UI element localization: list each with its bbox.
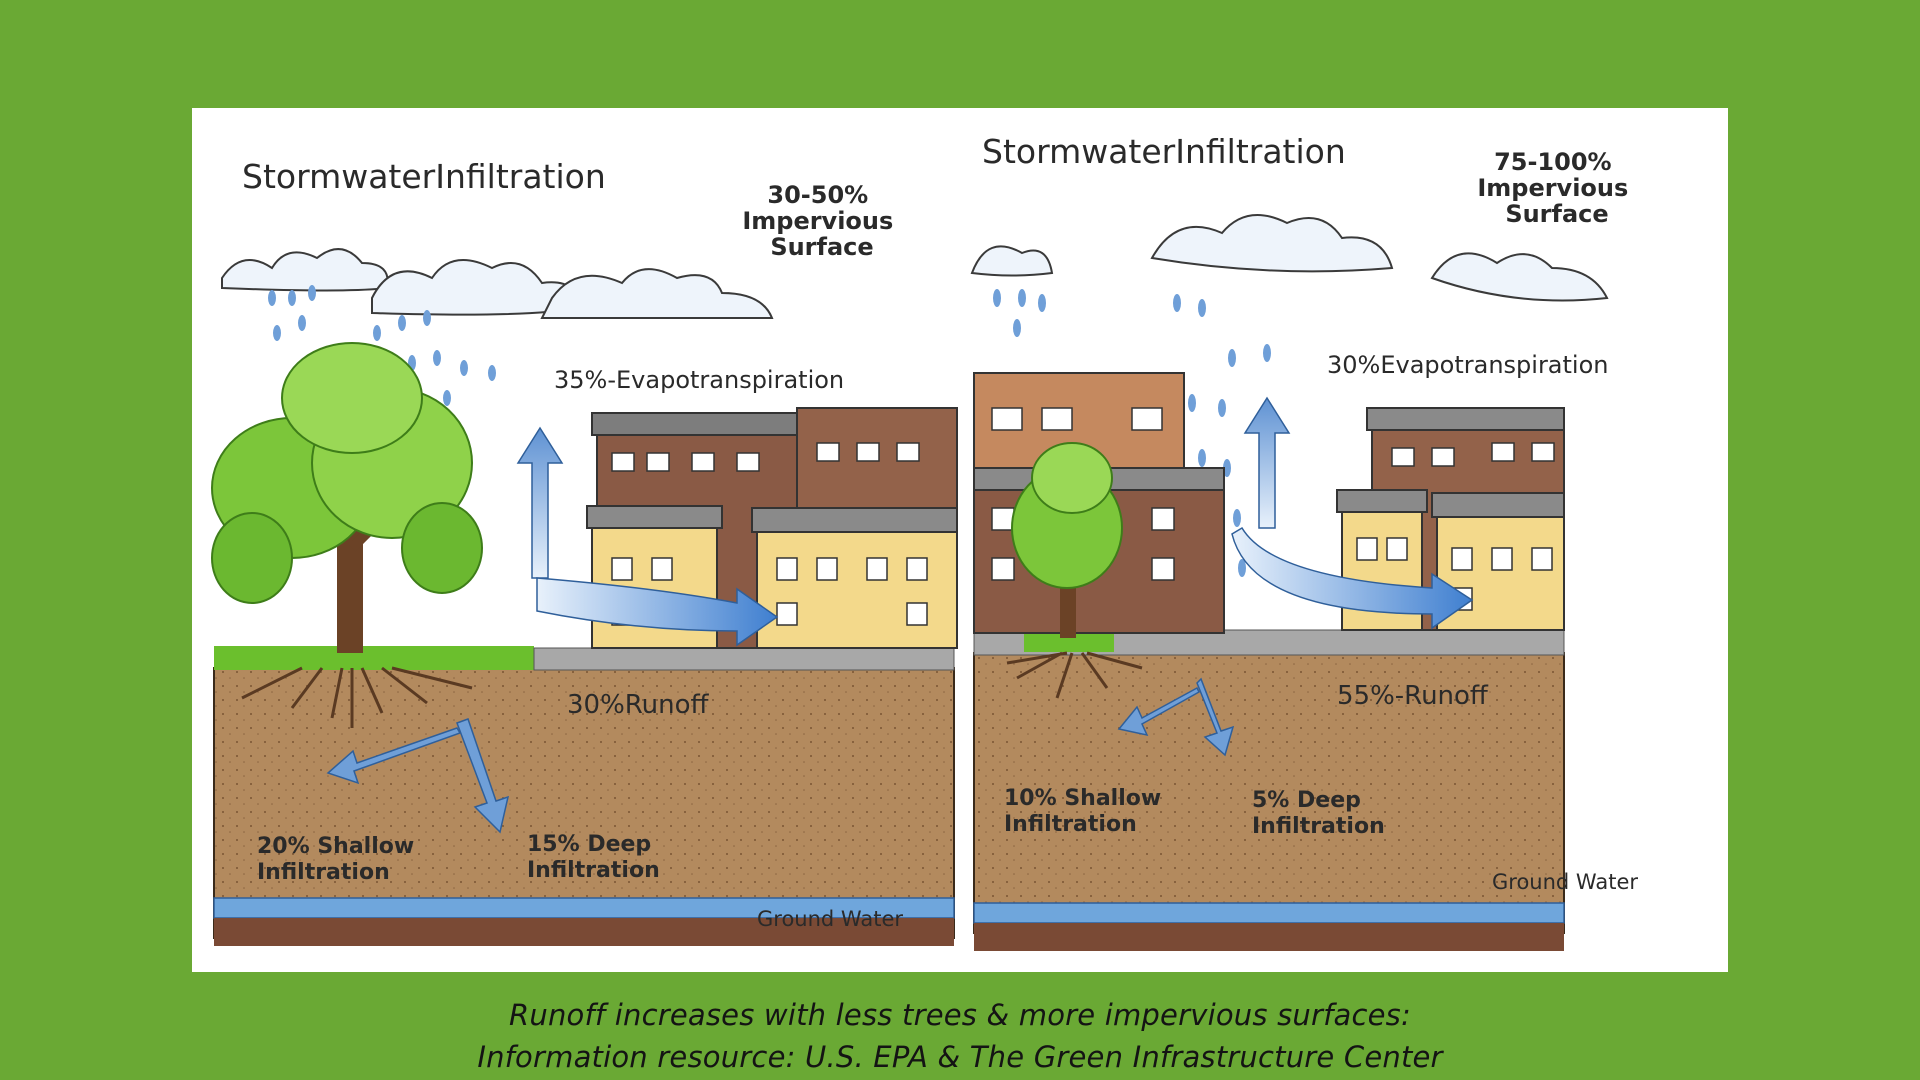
right-runoff-label: 55%-Runoff: [1337, 681, 1489, 711]
left-evapotranspiration-label: 35%-Evapotranspiration: [554, 366, 844, 394]
left-tree-roots: [241, 666, 473, 728]
left-ground-water-label: Ground Water: [757, 907, 903, 931]
right-infiltration-arrows: [1117, 677, 1235, 757]
left-soil: [213, 667, 955, 939]
right-scene: StormwaterInfiltration 75-100% Imperviou…: [970, 132, 1638, 951]
right-ground-water-band: [973, 902, 1565, 924]
left-buildings: [586, 407, 958, 649]
right-tree: [1011, 442, 1123, 638]
left-grass: [214, 646, 534, 670]
left-evapotranspiration-arrow: [516, 426, 564, 579]
left-tree: [211, 342, 483, 653]
left-shallow-infiltration-label: 20% Shallow Infiltration: [257, 834, 422, 885]
right-shallow-infiltration-label: 10% Shallow Infiltration: [1004, 786, 1169, 837]
illustration-panel: StormwaterInfiltration 30-50% Impervious…: [192, 108, 1728, 972]
right-bedrock: [974, 923, 1564, 951]
left-infiltration-arrows: [326, 718, 510, 834]
right-tree-roots: [1006, 651, 1143, 699]
right-title: StormwaterInfiltration: [982, 132, 1346, 171]
left-scene: StormwaterInfiltration 30-50% Impervious…: [211, 157, 958, 946]
right-runoff-arrow: [1231, 526, 1474, 630]
right-soil: [973, 652, 1565, 934]
left-impervious-label: 30-50% Impervious Surface: [742, 181, 901, 261]
left-bedrock: [214, 918, 954, 946]
left-pavement: [533, 647, 955, 671]
caption-line-2: Information resource: U.S. EPA & The Gre…: [477, 1040, 1443, 1074]
right-grass-patch: [1024, 630, 1114, 652]
right-deep-infiltration-label: 5% Deep Infiltration: [1252, 788, 1385, 839]
left-deep-infiltration-label: 15% Deep Infiltration: [527, 832, 660, 883]
left-runoff-label: 30%Runoff: [567, 690, 710, 720]
caption-line-1: Runoff increases with less trees & more …: [509, 998, 1411, 1032]
right-evapotranspiration-arrow: [1243, 396, 1291, 529]
left-runoff-arrow: [536, 577, 779, 647]
right-evapotranspiration-label: 30%Evapotranspiration: [1327, 351, 1608, 379]
right-ground-water-label: Ground Water: [1492, 870, 1638, 894]
left-title: StormwaterInfiltration: [242, 157, 606, 196]
left-clouds: [221, 248, 774, 319]
right-impervious-label: 75-100% Impervious Surface: [1477, 148, 1636, 228]
right-clouds: [970, 214, 1609, 302]
